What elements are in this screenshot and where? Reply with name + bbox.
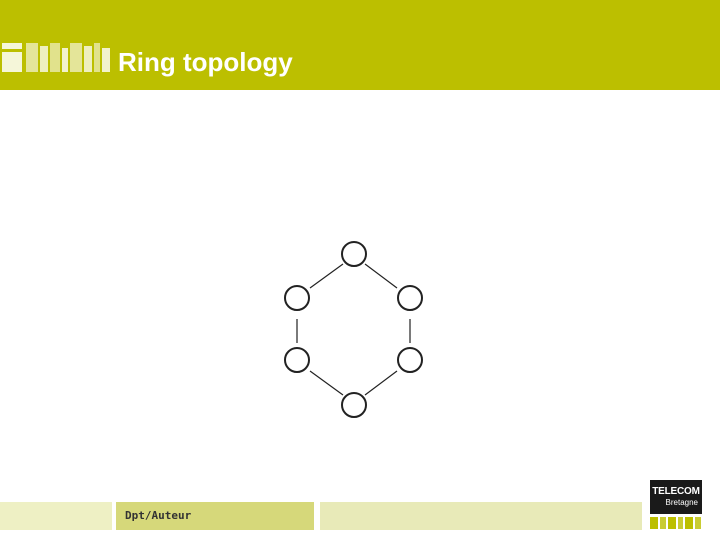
telecom-logo-line2: Bretagne [665, 498, 698, 507]
telecom-logo-line1: TELECOM [652, 486, 700, 497]
ring-node [341, 392, 367, 418]
ring-link [364, 263, 398, 289]
author-label: Dpt/Auteur [125, 509, 192, 522]
telecom-bretagne-logo: TELECOM Bretagne [650, 480, 702, 514]
ring-node [341, 241, 367, 267]
ring-node [284, 285, 310, 311]
ring-link [309, 370, 344, 396]
ring-node [284, 347, 310, 373]
header-logo [2, 43, 110, 72]
ring-link [364, 370, 398, 396]
footer-right-bar [320, 502, 642, 530]
institut-logo-small [650, 517, 701, 529]
ring-topology-diagram [284, 241, 423, 418]
slide-title: Ring topology [118, 47, 293, 77]
ring-node [397, 347, 423, 373]
header-band [0, 0, 720, 90]
footer-left-stripe [0, 502, 112, 530]
footer-author-bar: Dpt/Auteur [116, 502, 314, 530]
ring-node [397, 285, 423, 311]
ring-link [309, 263, 344, 289]
